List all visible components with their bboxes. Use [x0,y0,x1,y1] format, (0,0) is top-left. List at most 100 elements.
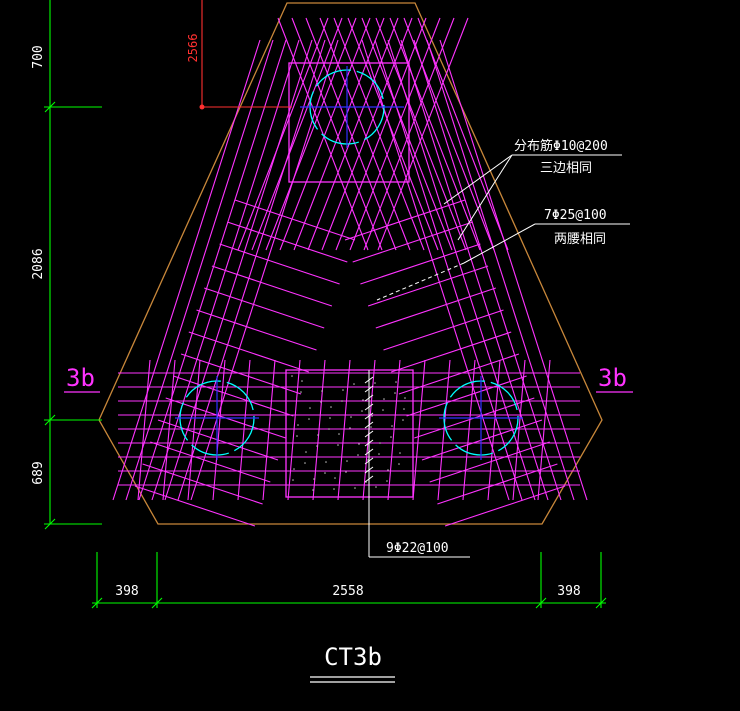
rebar-bar [137,359,151,501]
hatch-dot [297,424,299,426]
rebar-bar [173,375,294,417]
hatch-dot [328,428,330,430]
dim-bottom-right: 398 [557,584,580,599]
hatch-dot [358,443,360,445]
leader-tick [364,394,374,402]
hatch-dot [342,389,344,391]
rebar-bar [344,199,466,241]
rebar-bar [421,419,543,461]
hatch-dot [305,451,307,453]
leader-tick [364,412,374,420]
rebar-bar [188,331,309,373]
concrete-hatch [291,375,406,491]
leader-tick [364,439,374,447]
rebar-bar [375,17,467,251]
rebar-bar [262,359,276,501]
annotation-distribution-note: 三边相同 [540,161,592,176]
rebar-bar [212,359,226,501]
rebar-bar [265,17,357,251]
hatch-dot [320,401,322,403]
leader-tick [364,376,374,384]
section-label-right: 3b [598,364,627,392]
rebar-bar [204,287,325,329]
leader-tick [364,457,374,465]
rebar-bar [196,309,317,351]
rebar-bar [164,39,313,501]
top-column-rebar-grid [237,17,509,251]
leader-tick [364,448,374,456]
hatch-dot [304,462,306,464]
rebar-bar [142,463,263,505]
rebar-bar [537,359,551,501]
rebar-bar [444,485,566,527]
hatch-dot [291,375,293,377]
rebar-bar [406,375,527,417]
annotation-main-note: 两腰相同 [554,232,606,247]
hatch-dot [378,453,380,455]
rebar-bar [375,287,496,329]
leader-tick [364,430,374,438]
rebar-bar [321,17,413,251]
hatch-dot [296,435,298,437]
hatch-dot [293,468,295,470]
hatch-dot [330,406,332,408]
annotation-main-bar: 7Φ25@100 [544,208,607,223]
hatch-dot [375,486,377,488]
rebar-bar [251,17,343,251]
leader-tick [364,421,374,429]
dim-left-bottom: 689 [31,461,46,484]
rebar-bar [387,359,401,501]
rebar-bar [352,221,473,263]
bottom-dimension-chain [91,552,607,609]
leader-distribution [443,154,622,241]
bottom-column-box [285,369,414,498]
hatch-dot [329,417,331,419]
hatch-dot [383,398,385,400]
hatch-dot [337,444,339,446]
dim-bottom-middle: 2558 [332,584,363,599]
rebar-bar [138,39,287,501]
section-label-left: 3b [66,364,95,392]
rebar-bar [187,359,201,501]
hatch-dot [292,479,294,481]
rebar-bar [417,17,509,251]
rebar-bar [429,441,550,483]
rebar-bar [512,359,526,501]
hatch-dot [379,442,381,444]
section-marker-left: 3b [64,364,100,393]
rebar-bar [335,17,427,251]
bottom-bar-ticks [364,376,374,483]
rebar-bar [291,17,383,251]
rebar-bar [347,17,439,251]
rebar-bar [412,359,426,501]
hatch-dot [361,410,363,412]
rebar-bar [177,39,326,501]
leader-tick [364,385,374,393]
hatch-dot [312,489,314,491]
rebar-bar [333,17,425,251]
rebar-bar [277,17,369,251]
hatch-dot [353,383,355,385]
pile-top [300,66,404,148]
rebar-bar [487,359,501,501]
leader-tick [364,466,374,474]
rebar-bar [413,39,562,501]
hatch-dot [338,433,340,435]
hatch-dot [325,461,327,463]
pile-right [439,376,523,460]
rebar-bar [360,243,481,285]
offset-dimension-label: 2566 [186,34,200,63]
hatch-dot [370,426,372,428]
hatch-dot [324,472,326,474]
rebar-bar [237,17,329,251]
rebar-bar [134,485,256,527]
hatch-dot [333,488,335,490]
rebar-bar [337,359,351,501]
top-column-box [288,62,410,183]
pile-left [175,376,259,460]
hatch-dot [308,418,310,420]
hatch-dot [395,381,397,383]
rebar-bar [234,199,356,241]
rebar-bar [279,17,371,251]
